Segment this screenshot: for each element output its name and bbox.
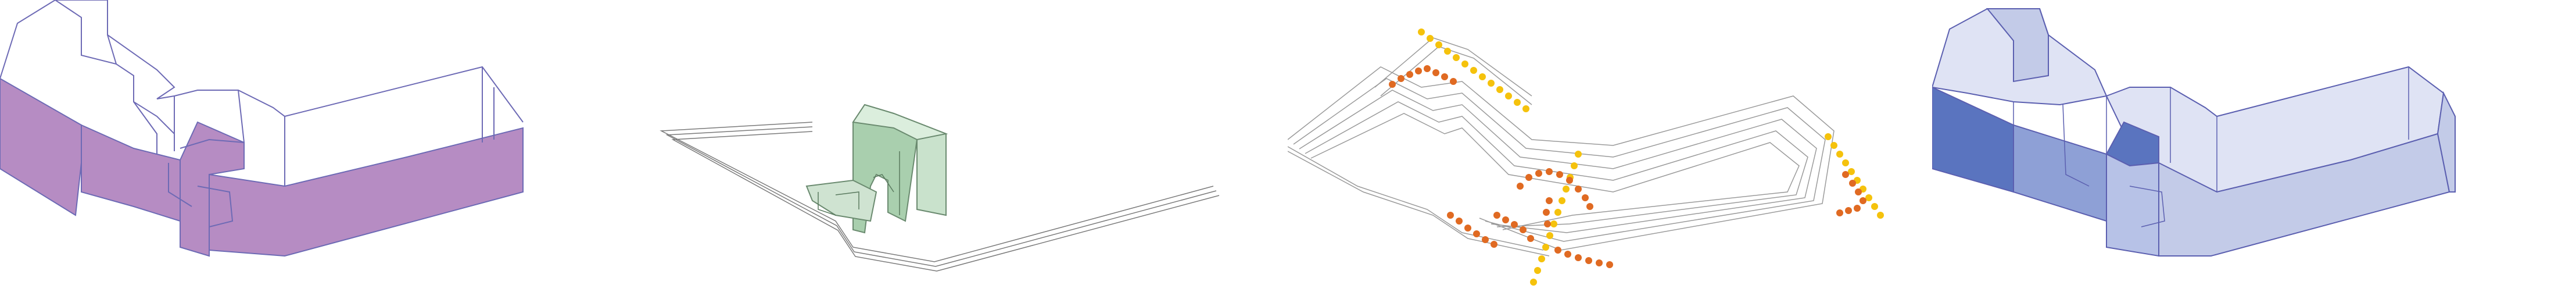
dotted-path-yellow-center	[1530, 151, 1582, 286]
blue-wall-mid	[2013, 124, 2107, 222]
blue-walls	[1932, 86, 2456, 257]
blue-volume-massing-panel	[1932, 8, 2456, 257]
blue-wall-end	[2437, 91, 2456, 193]
blue-upper-volume	[1986, 8, 2049, 83]
site-boundary-lines	[660, 122, 1220, 272]
purple-facade-walls	[0, 77, 524, 257]
purple-wireframe-outline	[0, 0, 524, 227]
facade-long-wall	[209, 127, 524, 257]
blue-edges	[2013, 67, 2409, 227]
facade-notch-wall	[180, 121, 245, 257]
site-contours-panel	[1288, 29, 1884, 286]
dotted-path-orange-center	[1447, 168, 1613, 268]
blue-wall-dark	[1932, 86, 2014, 193]
dotted-path-orange-north	[1389, 65, 1457, 88]
dotted-path-yellow-east	[1825, 133, 1884, 219]
blue-wall-light	[2106, 153, 2159, 257]
green-core-massing-panel	[660, 104, 1220, 272]
contour-lines	[1288, 37, 1835, 257]
facade-left-wall	[0, 77, 82, 216]
green-lower-wing	[805, 179, 877, 222]
dotted-path-yellow-north	[1418, 29, 1529, 112]
blue-upper-tower	[1986, 8, 2049, 83]
dotted-path-orange-east	[1836, 171, 1866, 216]
purple-facade-massing-panel	[0, 0, 524, 257]
green-core-roof	[852, 104, 948, 141]
green-core-edges	[818, 151, 900, 216]
green-core-volume	[805, 104, 948, 234]
facade-mid-wall	[81, 124, 181, 222]
